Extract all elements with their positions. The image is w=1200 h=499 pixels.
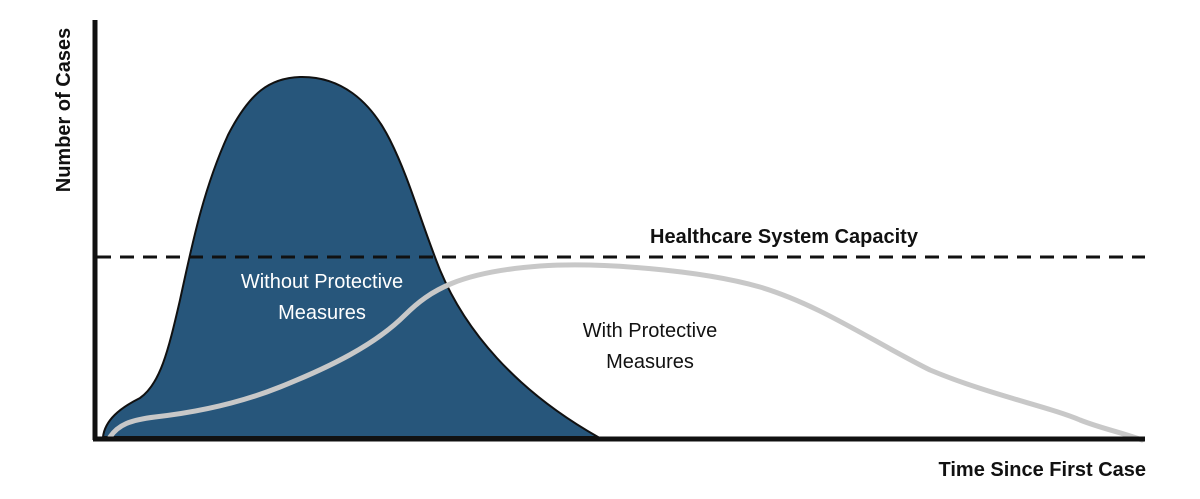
with-measures-label-line2: Measures — [606, 351, 694, 373]
with-measures-curve — [107, 262, 1145, 443]
without-measures-label-line2: Measures — [278, 302, 366, 324]
without-measures-label-line1: Without Protective — [241, 271, 403, 293]
x-axis-title: Time Since First Case — [939, 459, 1147, 481]
with-measures-label-line1: With Protective — [583, 320, 717, 342]
y-axis-title: Number of Cases — [53, 28, 75, 193]
capacity-label: Healthcare System Capacity — [650, 226, 919, 248]
